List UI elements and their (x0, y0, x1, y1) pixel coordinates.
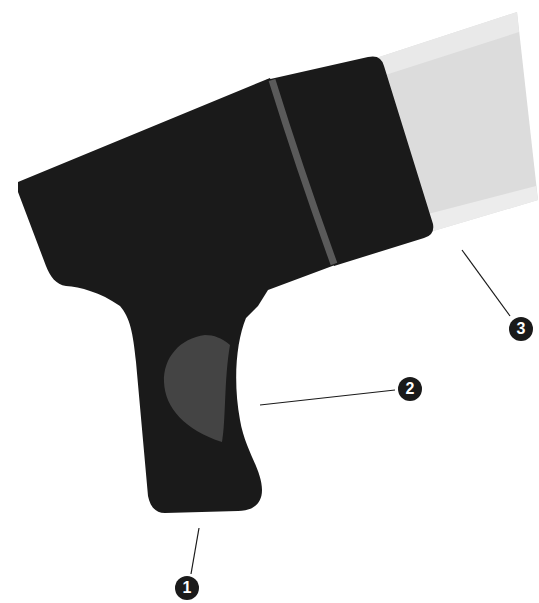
nozzle-highlight (428, 186, 538, 232)
callout-number: 1 (175, 576, 199, 600)
nozzle-highlight (370, 12, 519, 78)
callout-number: 3 (509, 317, 533, 341)
leader-line (191, 528, 199, 574)
dryer-body (18, 78, 335, 513)
barrel-ring (272, 80, 334, 264)
barrel (266, 56, 433, 266)
callout-number: 2 (398, 377, 422, 401)
leader-line (260, 390, 395, 405)
leader-line (462, 250, 510, 316)
grip-pad (164, 335, 230, 442)
